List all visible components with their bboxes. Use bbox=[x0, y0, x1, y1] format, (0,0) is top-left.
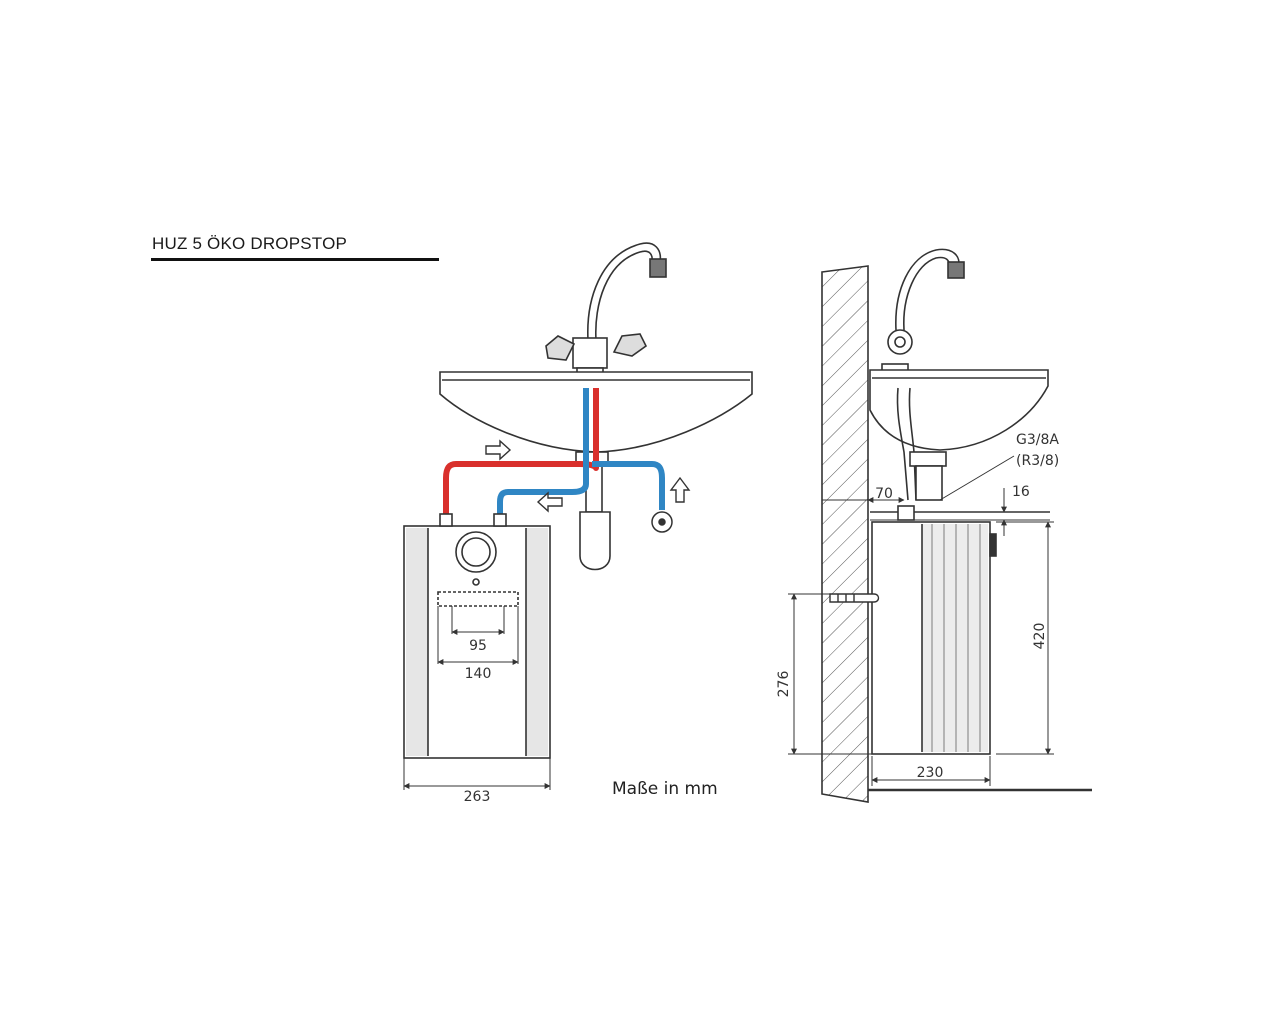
siphon bbox=[575, 451, 611, 571]
wall bbox=[821, 265, 869, 803]
dim-wall-offset: 70 bbox=[875, 486, 893, 502]
dim-side-depth: 230 bbox=[917, 765, 944, 781]
dim-bracket-outer: 140 bbox=[465, 666, 492, 682]
water-heater-side bbox=[871, 505, 997, 755]
page-title: HUZ 5 ÖKO DROPSTOP bbox=[152, 234, 348, 253]
water-heater-front bbox=[403, 513, 551, 759]
dim-side-height: 420 bbox=[1032, 623, 1048, 650]
dim-mount-height: 276 bbox=[776, 671, 792, 698]
drain-side bbox=[909, 451, 947, 501]
dim-front-width: 263 bbox=[464, 789, 491, 805]
dim-gap: 16 bbox=[1012, 484, 1030, 500]
mounting-bracket bbox=[437, 591, 519, 607]
units-note: Maße in mm bbox=[612, 779, 718, 799]
angle-valve bbox=[651, 511, 673, 533]
thread-label: G3/8A bbox=[1016, 432, 1059, 448]
flow-arrows bbox=[485, 439, 691, 513]
faucet-side bbox=[881, 248, 965, 387]
wall-anchor bbox=[829, 593, 880, 603]
title-underline bbox=[151, 258, 439, 261]
front-view: 95 140 263 bbox=[403, 242, 753, 805]
dim-bracket-inner: 95 bbox=[469, 638, 487, 654]
thread-label-alt: (R3/8) bbox=[1016, 453, 1059, 469]
cold-water-pipe bbox=[497, 388, 589, 514]
front-dimensions bbox=[403, 606, 551, 790]
side-view: 70 16 G3/8A (R3/8) 420 276 230 bbox=[776, 248, 1092, 803]
side-dimensions bbox=[788, 455, 1054, 786]
wash-basin-side bbox=[869, 369, 1049, 501]
faucet bbox=[545, 242, 667, 385]
cold-water-supply-pipe bbox=[592, 461, 665, 510]
